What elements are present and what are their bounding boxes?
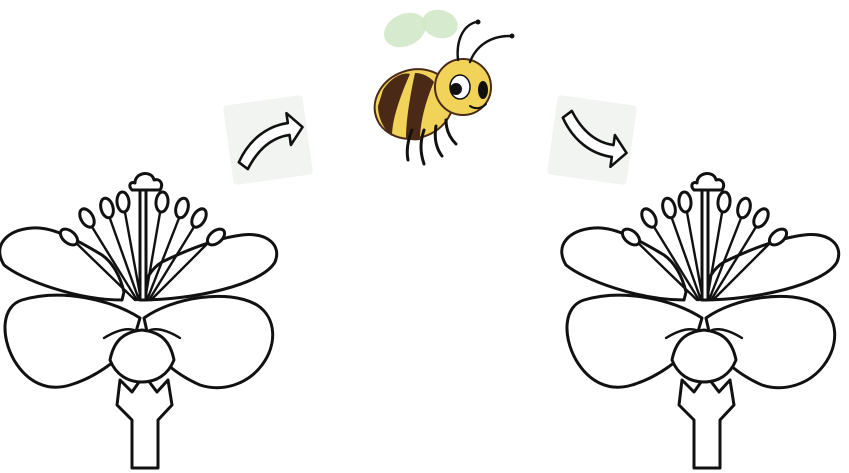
arrow-right-icon <box>547 95 637 185</box>
arrow-left-icon <box>223 95 313 185</box>
bee-icon <box>365 6 515 164</box>
flower-right-icon <box>562 174 839 468</box>
flower-left-icon <box>0 174 277 468</box>
